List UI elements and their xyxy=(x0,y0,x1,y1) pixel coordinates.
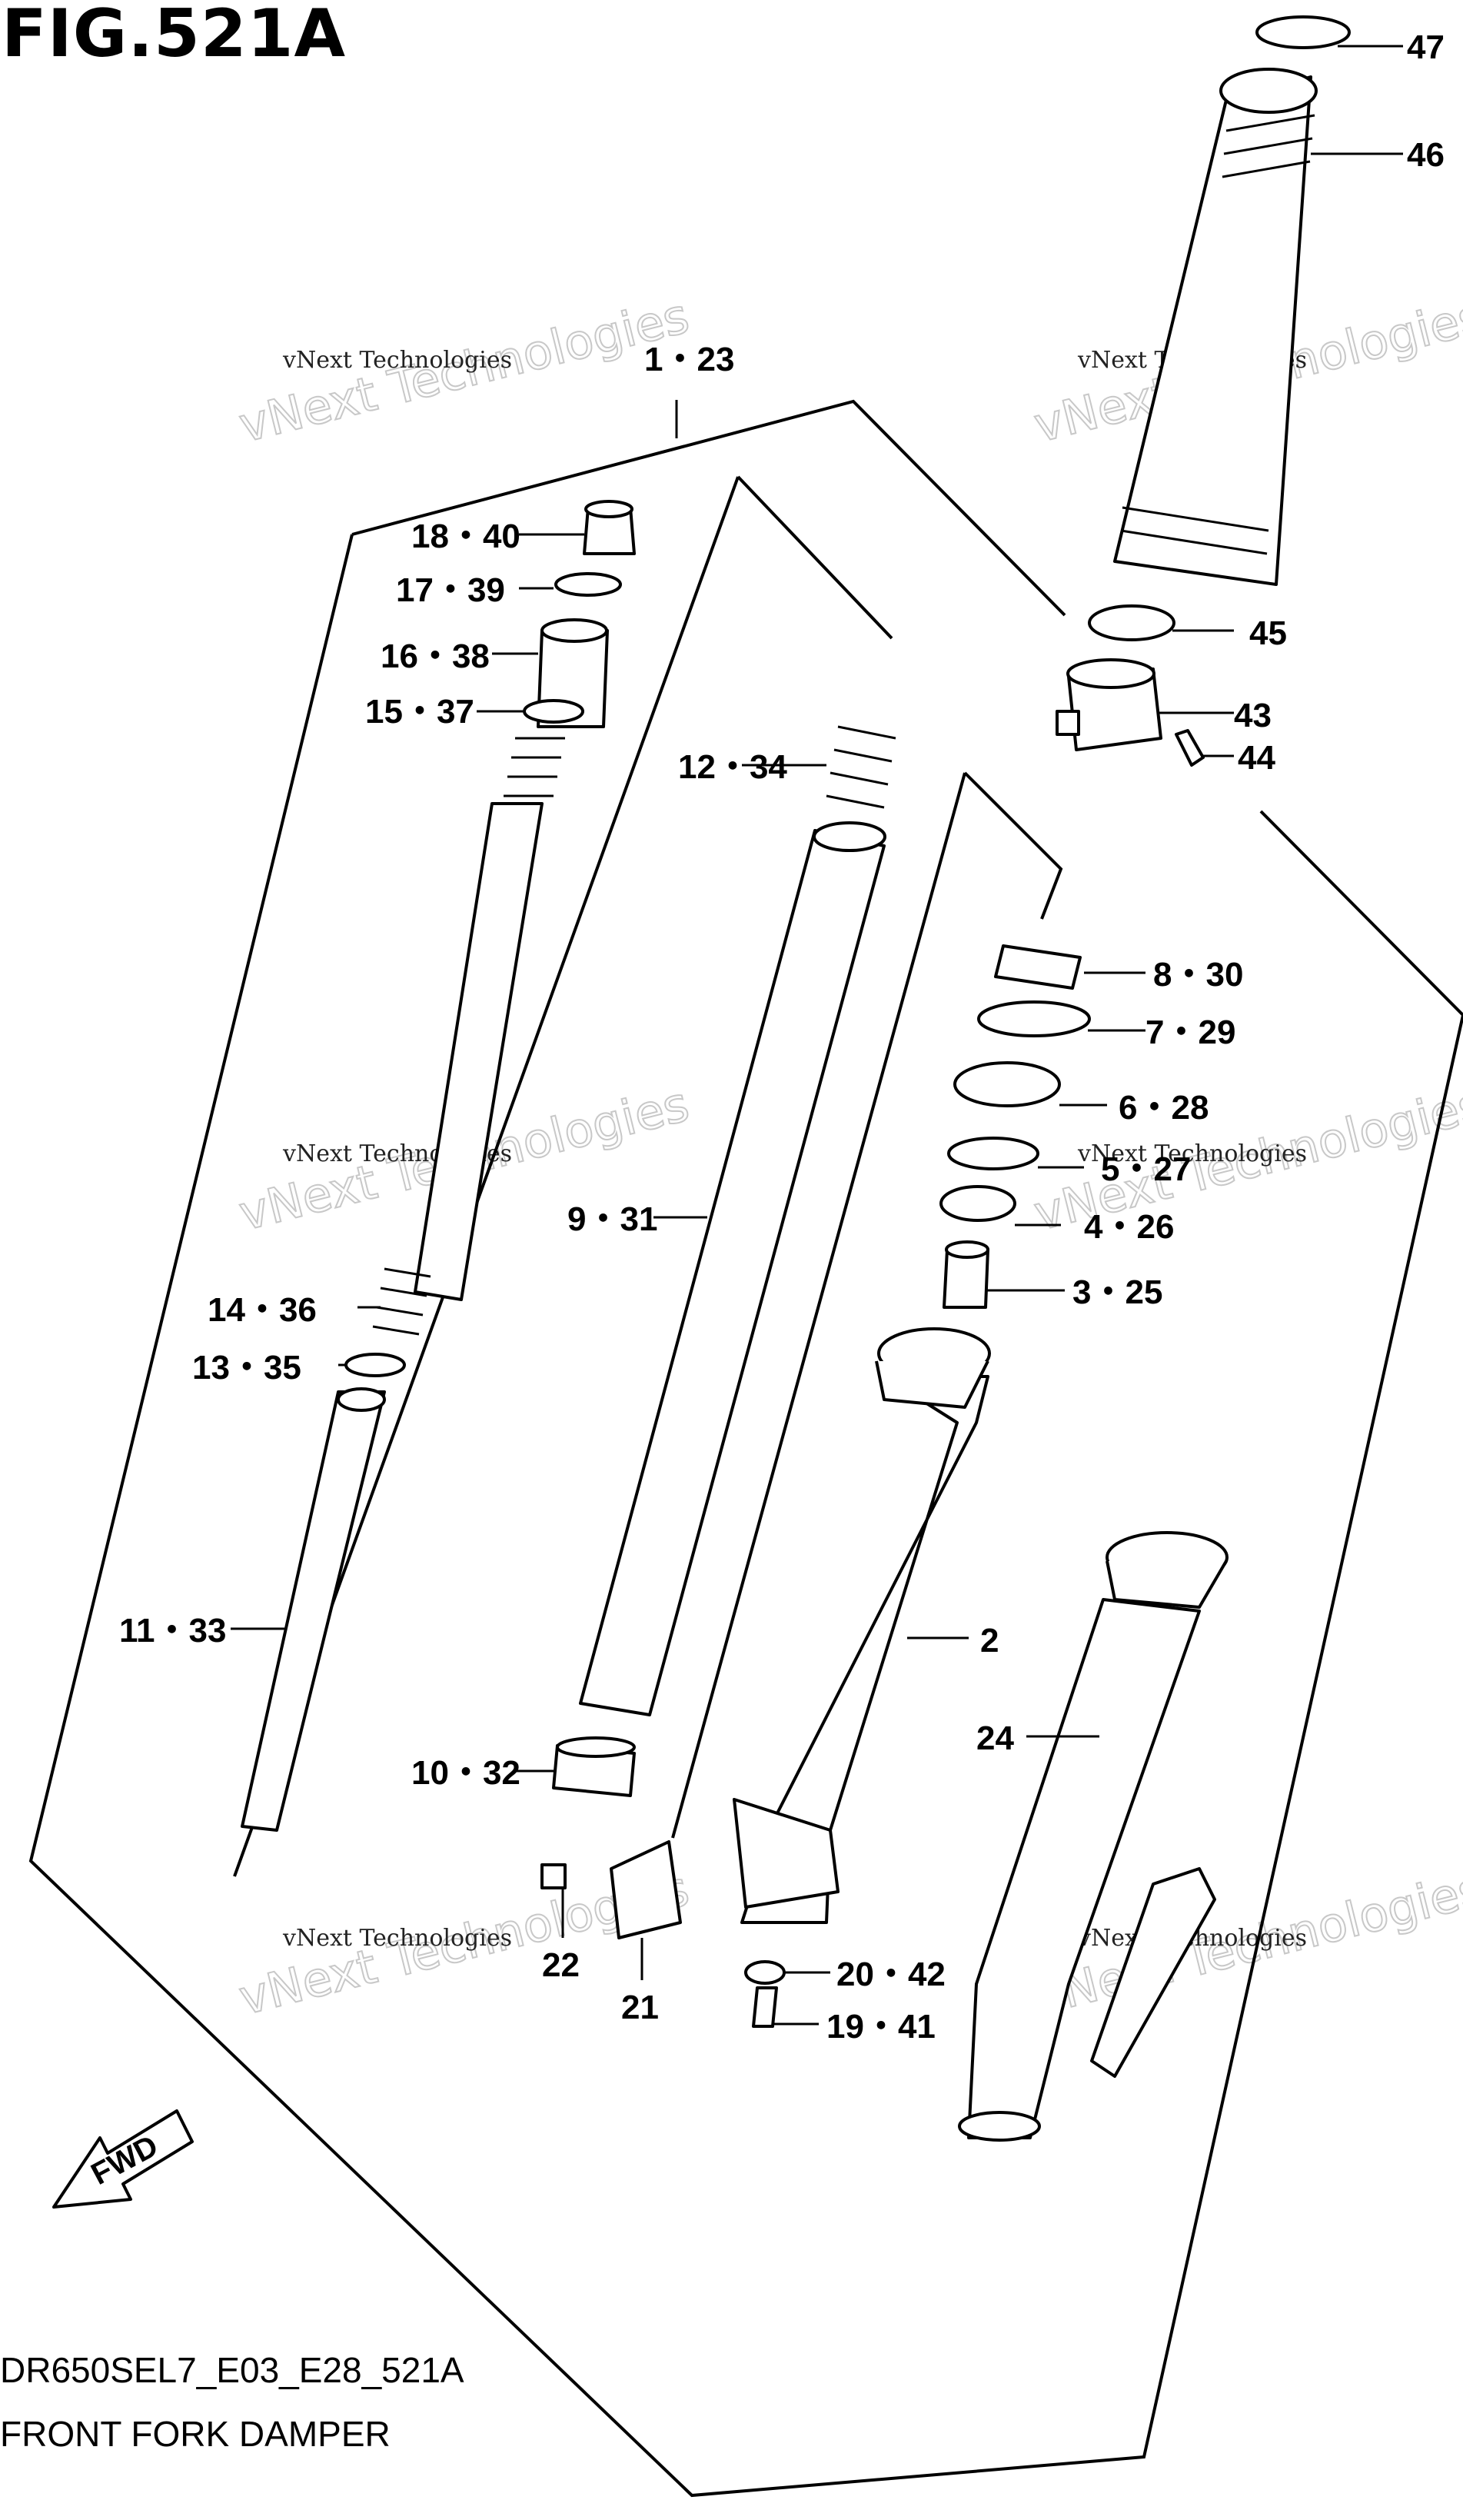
callout-16-38: 16・38 xyxy=(381,637,490,675)
callout-46: 46 xyxy=(1407,136,1445,174)
fork-spring-12-34 xyxy=(826,725,896,809)
svg-text:vNext Technologies: vNext Technologies xyxy=(1077,1140,1307,1167)
callout-3-25: 3・25 xyxy=(1072,1273,1162,1311)
bolt-44 xyxy=(1175,729,1205,767)
diagram-code: DR650SEL7_E03_E28_521A xyxy=(0,2350,464,2390)
inner-tube-9-31 xyxy=(579,829,886,1716)
callout-12-34: 12・34 xyxy=(678,748,787,786)
callout-9-31: 9・31 xyxy=(567,1200,657,1238)
callout-24: 24 xyxy=(976,1719,1014,1757)
rod-11-33 xyxy=(241,1390,386,1832)
callout-8-30: 8・30 xyxy=(1153,956,1243,994)
callout-18-40: 18・40 xyxy=(411,518,520,555)
callout-43: 43 xyxy=(1234,697,1272,734)
callout-11-33: 11・33 xyxy=(119,1612,226,1649)
callout-14-36: 14・36 xyxy=(208,1291,317,1329)
spring-14-36 xyxy=(372,1267,431,1336)
callout-19-41: 19・41 xyxy=(826,2008,936,2046)
callout-21: 21 xyxy=(621,1989,659,2026)
watermark-top-left: vNext Technologies vNext Technologies xyxy=(233,287,695,454)
damper-rod-group xyxy=(241,500,636,1832)
callout-10-32: 10・32 xyxy=(411,1754,520,1792)
seal-8-30 xyxy=(994,944,1082,990)
washer-13-35 xyxy=(344,1353,406,1377)
washer-20-42 xyxy=(744,1960,786,1985)
damper-rod xyxy=(414,802,544,1301)
callout-44: 44 xyxy=(1238,739,1275,777)
leader-lines xyxy=(231,45,1403,2026)
outer-tube-24 xyxy=(958,1531,1229,2142)
nut-22 xyxy=(540,1863,567,1889)
clamp-45 xyxy=(1088,604,1175,641)
callout-22: 22 xyxy=(542,1946,580,1984)
dust-boot xyxy=(1113,15,1351,586)
callout-15-37: 15・37 xyxy=(365,693,474,731)
axle-clamp-21 xyxy=(610,1840,682,1939)
bolt-19-41 xyxy=(752,1986,778,2028)
spring-12-upper xyxy=(504,737,565,797)
diagram-name: FRONT FORK DAMPER xyxy=(0,2414,391,2454)
ring-7-29 xyxy=(977,1000,1091,1037)
callout-13-35: 13・35 xyxy=(192,1349,301,1386)
assembly-frame-inner-tube xyxy=(671,771,1063,1839)
fork-spring-and-tube xyxy=(552,725,896,1797)
figure-title: FIG.521A xyxy=(2,0,347,72)
outer-tube-2 xyxy=(733,1327,991,1924)
callout-5-27: 5・27 xyxy=(1101,1150,1191,1188)
svg-text:vNext Technologies: vNext Technologies xyxy=(282,347,512,374)
assembly-frame-outer xyxy=(28,399,1463,2498)
bushing-4-26 xyxy=(939,1185,1016,1222)
boot-clamp-47 xyxy=(1255,15,1351,49)
callout-4-26: 4・26 xyxy=(1084,1208,1174,1246)
callout-17-39: 17・39 xyxy=(396,571,505,609)
washer-5-27 xyxy=(947,1137,1039,1170)
collar-tab xyxy=(1056,710,1080,736)
callout-47: 47 xyxy=(1407,28,1445,66)
callout-1-23: 1・23 xyxy=(644,341,734,378)
washer-15-37 xyxy=(523,699,584,724)
fwd-direction-arrow: FWD xyxy=(52,2109,194,2209)
svg-text:vNext Technologies: vNext Technologies xyxy=(282,1925,512,1952)
callout-45: 45 xyxy=(1249,614,1287,652)
callout-2: 2 xyxy=(980,1622,999,1659)
callout-6-28: 6・28 xyxy=(1119,1089,1209,1127)
callout-20-42: 20・42 xyxy=(836,1956,946,1993)
callout-7-29: 7・29 xyxy=(1145,1014,1235,1051)
callout-labels: 47 46 1・23 18・40 17・39 16・38 15・37 12・34… xyxy=(119,28,1445,2046)
ring-6-28 xyxy=(953,1061,1061,1107)
o-ring-17-39 xyxy=(554,572,622,597)
